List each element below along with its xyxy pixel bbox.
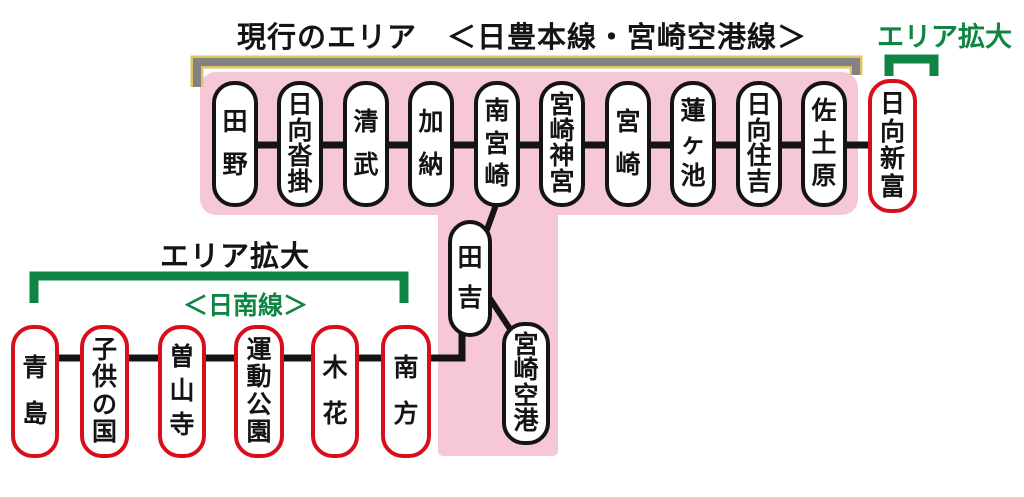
station-kodomo-no-kuni: 子供の国 <box>80 325 129 458</box>
bracket-current-area <box>193 58 860 87</box>
station-miyazaki-airport: 宮崎空港 <box>502 322 550 445</box>
diagram-title: 現行のエリア ＜日豊本線・宮崎空港線＞ <box>237 14 807 56</box>
nichinan-line-label: ＜日南線＞ <box>183 292 309 320</box>
station-tano: 田野 <box>212 81 258 207</box>
current-lines-label: ＜日豊本線・宮崎空港線＞ <box>447 22 808 54</box>
station-hyuga-kutsukake: 日向沓掛 <box>277 81 323 207</box>
station-hyuga-sumiyoshi: 日向住吉 <box>736 81 782 207</box>
current-area-label: 現行のエリア <box>237 22 418 54</box>
station-minamikata: 南方 <box>381 325 431 458</box>
station-sosanji: 曽山寺 <box>158 325 206 458</box>
station-hasugaike: 蓮ヶ池 <box>670 81 716 207</box>
expansion-label-nichinan: エリア拡大 <box>160 241 311 273</box>
station-undo-koen: 運動公園 <box>234 325 284 458</box>
bracket-expansion-right <box>884 54 939 76</box>
station-hyuga-shintomi: 日向新富 <box>868 79 917 213</box>
station-miyazaki: 宮崎 <box>605 81 651 207</box>
station-sadowara: 佐土原 <box>801 81 847 207</box>
expansion-label-right: エリア拡大 <box>877 22 1012 52</box>
bracket-expansion-nichinan <box>29 271 409 303</box>
station-miyazaki-jingu: 宮崎神宮 <box>539 81 585 207</box>
station-minami-miyazaki: 南宮崎 <box>474 81 520 207</box>
station-aoshima: 青島 <box>11 325 59 458</box>
station-kiyotake: 清武 <box>343 81 389 207</box>
station-kano: 加納 <box>408 81 454 207</box>
station-kibana: 木花 <box>311 325 359 458</box>
station-tayoshi: 田吉 <box>448 220 492 337</box>
